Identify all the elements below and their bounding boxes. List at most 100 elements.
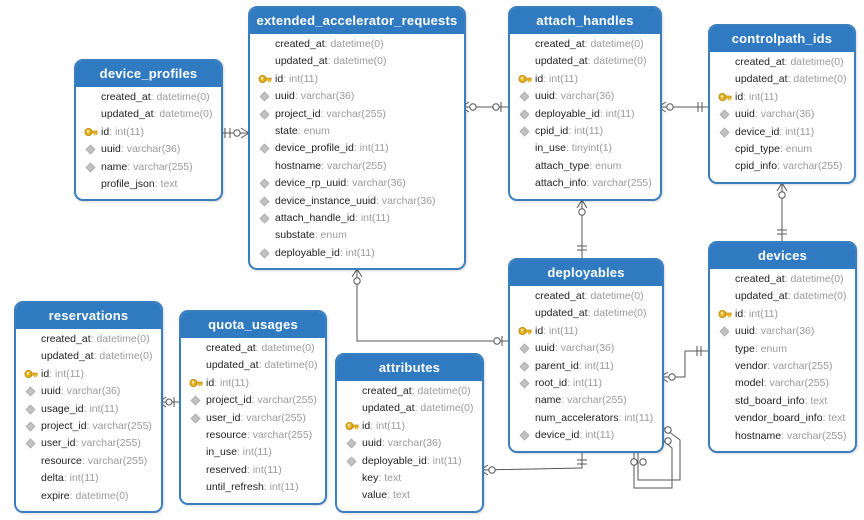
field-row[interactable]: device_id: int(11) — [710, 124, 854, 141]
field-row[interactable]: id: int(11) — [76, 124, 221, 141]
field-row[interactable]: cpid_info: varchar(255) — [735, 160, 843, 173]
field-row[interactable]: name: varchar(255) — [535, 394, 627, 407]
field-row[interactable]: device_profile_id: int(11) — [250, 140, 464, 157]
field-row[interactable]: id: int(11) — [710, 89, 854, 106]
field-row[interactable]: attach_handle_id: int(11) — [250, 210, 464, 227]
field-row[interactable]: created_at: datetime(0) — [41, 333, 150, 345]
field-row[interactable]: uuid: varchar(36) — [76, 141, 221, 158]
field-row[interactable]: cpid_type: enum — [735, 142, 813, 155]
field-row[interactable]: in_use: tinyint(1) — [535, 142, 613, 155]
field-row[interactable]: num_accelerators: int(11) — [535, 411, 654, 424]
field-row[interactable]: name: varchar(255) — [76, 159, 221, 176]
index-diamond-icon — [259, 143, 270, 154]
field-row[interactable]: id: int(11) — [250, 71, 464, 88]
field-row[interactable]: created_at: datetime(0) — [735, 56, 844, 68]
field-row[interactable]: id: int(11) — [16, 366, 161, 383]
field-row[interactable]: key: text — [362, 471, 402, 484]
field-row[interactable]: id: int(11) — [510, 323, 662, 340]
field-row[interactable]: created_at: datetime(0) — [362, 385, 471, 397]
field-row[interactable]: user_id: varchar(255) — [181, 410, 325, 427]
field-type: int(11) — [584, 359, 614, 372]
field-row[interactable]: created_at: datetime(0) — [535, 290, 644, 302]
field-row[interactable]: vendor: varchar(255) — [735, 359, 833, 372]
field-row[interactable]: parent_id: int(11) — [510, 358, 662, 375]
field-name: cpid_type — [735, 142, 780, 155]
field-row[interactable]: created_at: datetime(0) — [735, 273, 844, 285]
field-row[interactable]: root_id: int(11) — [510, 375, 662, 392]
field-row[interactable]: updated_at: datetime(0) — [535, 55, 647, 68]
field-row[interactable]: project_id: varchar(255) — [181, 392, 325, 409]
field-row[interactable]: id: int(11) — [337, 418, 482, 435]
field-row[interactable]: updated_at: datetime(0) — [362, 402, 474, 415]
table-title: controlpath_ids — [710, 26, 854, 52]
field-row[interactable]: project_id: varchar(255) — [16, 418, 161, 435]
link-deployables-devices — [659, 346, 708, 383]
field-row[interactable]: state: enum — [275, 124, 330, 137]
field-row[interactable]: uuid: varchar(36) — [510, 88, 660, 105]
field-row[interactable]: id: int(11) — [510, 71, 660, 88]
field-row[interactable]: delta: int(11) — [41, 472, 99, 485]
field-row[interactable]: resource: varchar(255) — [206, 428, 313, 441]
field-row[interactable]: updated_at: datetime(0) — [101, 108, 213, 121]
field-row[interactable]: uuid: varchar(36) — [710, 106, 854, 123]
field-row[interactable]: usage_id: int(11) — [16, 401, 161, 418]
field-row[interactable]: created_at: datetime(0) — [101, 91, 210, 103]
field-row[interactable]: updated_at: datetime(0) — [41, 350, 153, 363]
table-controlpath-ids[interactable]: controlpath_ids created_at: datetime(0) up… — [708, 24, 856, 184]
field-row[interactable]: in_use: int(11) — [206, 446, 272, 459]
field-row[interactable]: deployable_id: int(11) — [337, 453, 482, 470]
field-row[interactable]: type: enum — [735, 342, 787, 355]
field-row[interactable]: model: varchar(255) — [735, 377, 829, 390]
field-row[interactable]: uuid: varchar(36) — [250, 88, 464, 105]
field-row[interactable]: updated_at: datetime(0) — [535, 307, 647, 320]
field-row[interactable]: vendor_board_info: text — [735, 412, 846, 425]
field-row[interactable]: uuid: varchar(36) — [510, 340, 662, 357]
field-type: int(11) — [220, 376, 250, 389]
field-row[interactable]: uuid: varchar(36) — [16, 383, 161, 400]
field-row[interactable]: uuid: varchar(36) — [710, 323, 855, 340]
field-row[interactable]: substate: enum — [275, 229, 347, 242]
field-row[interactable]: created_at: datetime(0) — [535, 38, 644, 50]
field-row[interactable]: updated_at: datetime(0) — [735, 73, 847, 86]
field-row[interactable]: hostname: varchar(255) — [735, 429, 847, 442]
field-row[interactable]: cpid_id: int(11) — [510, 123, 660, 140]
field-row[interactable]: attach_type: enum — [535, 159, 622, 172]
field-row[interactable]: reserved: int(11) — [206, 463, 282, 476]
field-row[interactable]: uuid: varchar(36) — [337, 435, 482, 452]
field-row[interactable]: updated_at: datetime(0) — [275, 55, 387, 68]
field-row[interactable]: created_at: datetime(0) — [275, 38, 384, 50]
field-row[interactable]: until_refresh: int(11) — [206, 481, 299, 494]
field-row[interactable]: profile_json: text — [101, 177, 178, 190]
field-row[interactable]: created_at: datetime(0) — [206, 342, 315, 354]
link-attach-handles-deployables — [576, 199, 588, 258]
field-row[interactable]: expire: datetime(0) — [41, 489, 129, 502]
field-row[interactable]: user_id: varchar(255) — [16, 435, 161, 452]
field-row[interactable]: device_id: int(11) — [510, 427, 662, 444]
field-type: varchar(255) — [257, 394, 317, 407]
field-row[interactable]: project_id: varchar(255) — [250, 106, 464, 123]
field-row[interactable]: updated_at: datetime(0) — [206, 359, 318, 372]
field-row[interactable]: device_instance_uuid: varchar(36) — [250, 193, 464, 210]
field-row[interactable]: device_rp_uuid: varchar(36) — [250, 175, 464, 192]
index-diamond-icon — [259, 248, 270, 259]
field-row[interactable]: id: int(11) — [181, 375, 325, 392]
field-row[interactable]: value: text — [362, 489, 410, 502]
field-row[interactable]: deployable_id: int(11) — [250, 245, 464, 262]
field-row[interactable]: deployable_id: int(11) — [510, 106, 660, 123]
field-row[interactable]: updated_at: datetime(0) — [735, 290, 847, 303]
field-type: datetime(0) — [593, 55, 647, 68]
field-row[interactable]: attach_info: varchar(255) — [535, 177, 652, 190]
field-row[interactable]: resource: varchar(255) — [41, 454, 148, 467]
field-row[interactable]: hostname: varchar(255) — [275, 159, 387, 172]
field-row[interactable]: std_board_info: text — [735, 394, 828, 407]
index-diamond-icon — [25, 386, 36, 397]
field-row[interactable]: id: int(11) — [710, 306, 855, 323]
